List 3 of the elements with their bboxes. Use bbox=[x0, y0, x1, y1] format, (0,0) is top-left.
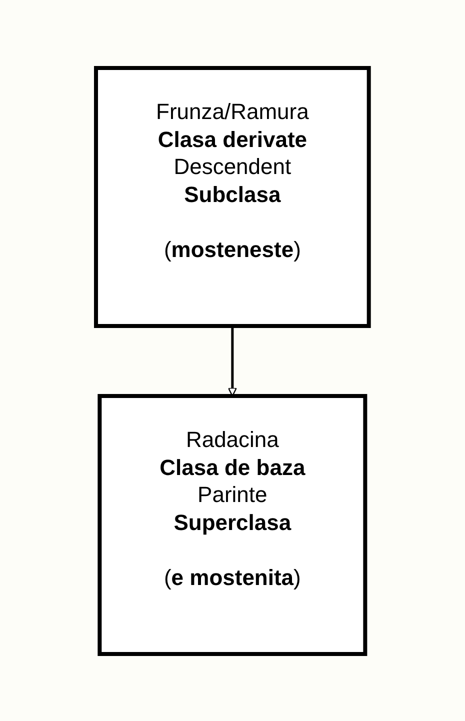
node-box: Radacina Clasa de baza Parinte Superclasa (e mostenita) bbox=[98, 394, 368, 656]
arrow bbox=[228, 326, 238, 396]
node-box: Frunza/Ramura Clasa derivate Descendent Subclasa (mosteneste) bbox=[94, 66, 371, 328]
